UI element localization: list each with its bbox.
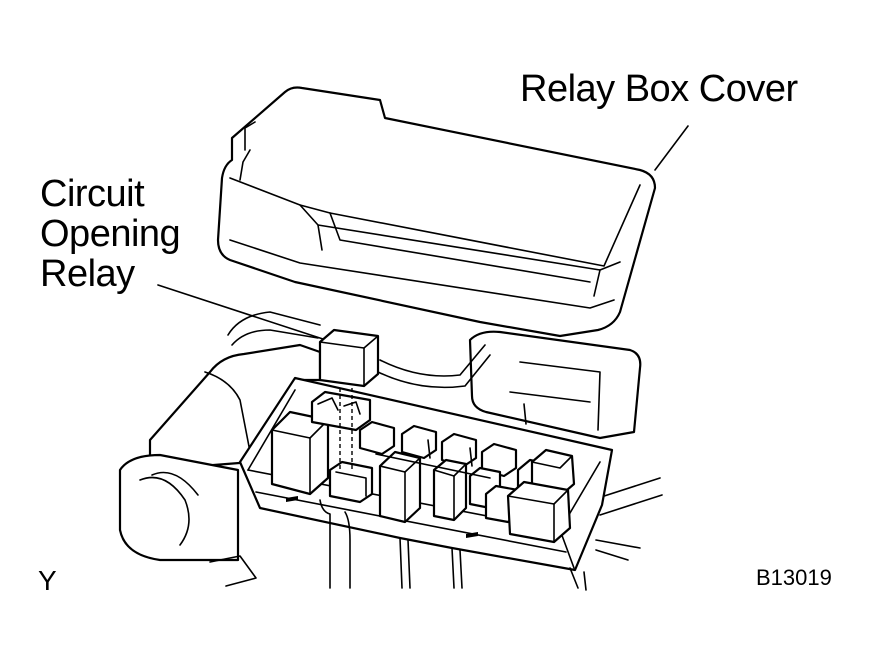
circuit-opening-relay [318,328,380,472]
relay-leader-line [157,284,327,341]
relay-box-cover-label: Relay Box Cover [520,68,798,110]
relay-box-components [270,390,576,544]
relay-label-line-1: Circuit [40,173,145,215]
relay-label-line-3: Relay [40,252,135,295]
relay-label-line-2: Opening [40,212,181,255]
relay-box-cover [216,86,657,338]
surrounding-harness [118,311,663,587]
figure-code: B13019 [756,565,832,590]
view-letter: Y [38,565,57,596]
circuit-opening-relay-label: Circuit Opening Relay [40,173,181,295]
cover-leader-line [654,125,689,171]
